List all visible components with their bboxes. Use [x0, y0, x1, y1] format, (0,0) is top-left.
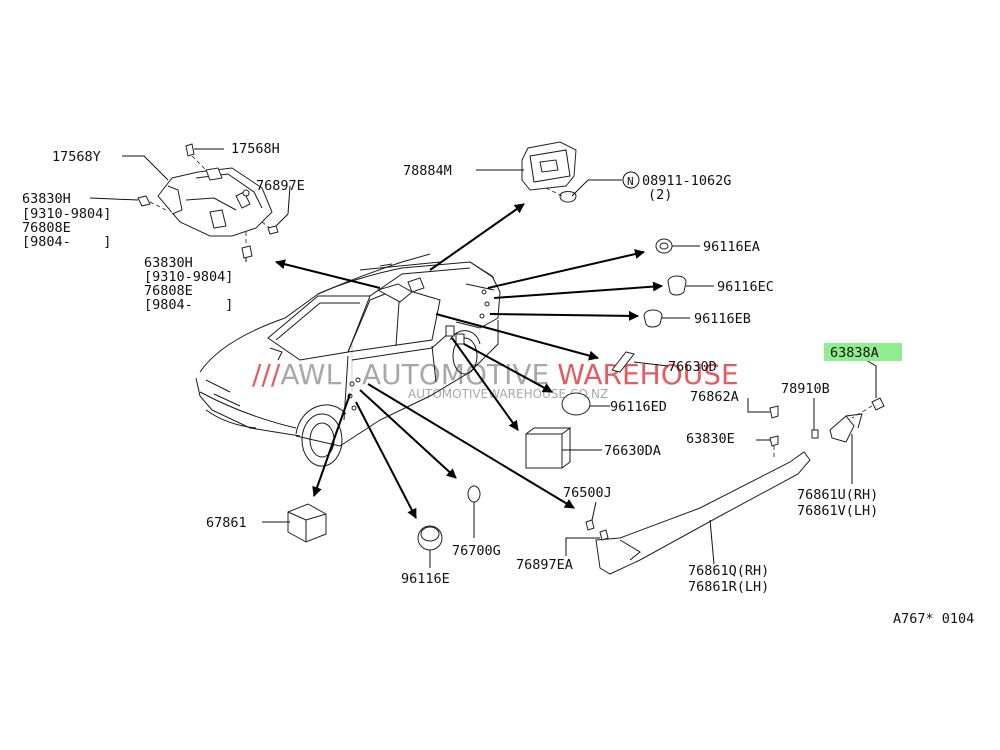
label-63838A[interactable]: 63838A — [830, 345, 879, 361]
watermark-abbr: AWL — [280, 358, 341, 391]
label-78884M: 78884M — [403, 163, 452, 179]
label-76630D: 76630D — [668, 359, 717, 375]
part-labels: 17568Y 17568H 76897E 63830H [9310-9804] … — [22, 141, 974, 627]
grommets-drawing — [287, 238, 687, 551]
label-17568H: 17568H — [231, 141, 280, 157]
label-76808E-a: 76808E — [22, 220, 71, 236]
label-96116EA: 96116EA — [703, 239, 760, 255]
n-circle-icon — [622, 171, 640, 189]
highlight-63838A — [824, 343, 902, 361]
label-76897E: 76897E — [256, 178, 305, 194]
label-76700G: 76700G — [452, 543, 501, 559]
label-96116E: 96116E — [401, 571, 450, 587]
label-08911-qty: (2) — [648, 187, 672, 203]
label-96116EB: 96116EB — [694, 311, 751, 327]
label-9804-a: [9804- ] — [22, 234, 111, 250]
label-76630DA: 76630DA — [604, 443, 661, 459]
watermark-url: AUTOMOTIVEWAREHOUSE.CO.NZ — [408, 387, 608, 401]
label-76861Q: 76861Q(RH) — [688, 563, 769, 579]
sill-moulding-drawing — [585, 397, 885, 575]
label-78910B: 78910B — [781, 381, 830, 397]
label-76861R: 76861R(LH) — [688, 579, 769, 595]
panel-17568Y-drawing — [137, 143, 279, 259]
leader-lines — [89, 148, 877, 568]
label-76861U: 76861U(RH) — [797, 487, 878, 503]
label-76500J: 76500J — [563, 485, 612, 501]
label-63830H-a: 63830H — [22, 191, 71, 207]
label-96116EC: 96116EC — [717, 279, 774, 295]
label-76861V: 76861V(LH) — [797, 503, 878, 519]
label-96116ED: 96116ED — [610, 399, 667, 415]
label-N: N — [627, 175, 634, 188]
label-63830E: 63830E — [686, 431, 735, 447]
label-67861: 67861 — [206, 515, 247, 531]
label-9310-a: [9310-9804] — [22, 206, 111, 222]
label-76897EA: 76897EA — [516, 557, 573, 573]
svg-text:///AWL: ///AWL — [252, 358, 342, 391]
label-76808E-b: 76808E — [144, 283, 193, 299]
part-78884M-drawing — [521, 141, 577, 203]
label-08911-1062G: 08911-1062G — [642, 173, 731, 189]
label-76862A: 76862A — [690, 389, 739, 405]
label-63830H-b: 63830H — [144, 255, 193, 271]
label-9804-b: [9804- ] — [144, 297, 233, 313]
label-9310-b: [9310-9804] — [144, 269, 233, 285]
arrows — [275, 203, 663, 519]
figure-code: A767* 0104 — [893, 611, 974, 627]
watermark-prefix: /// — [252, 358, 281, 391]
label-17568Y: 17568Y — [52, 149, 101, 165]
